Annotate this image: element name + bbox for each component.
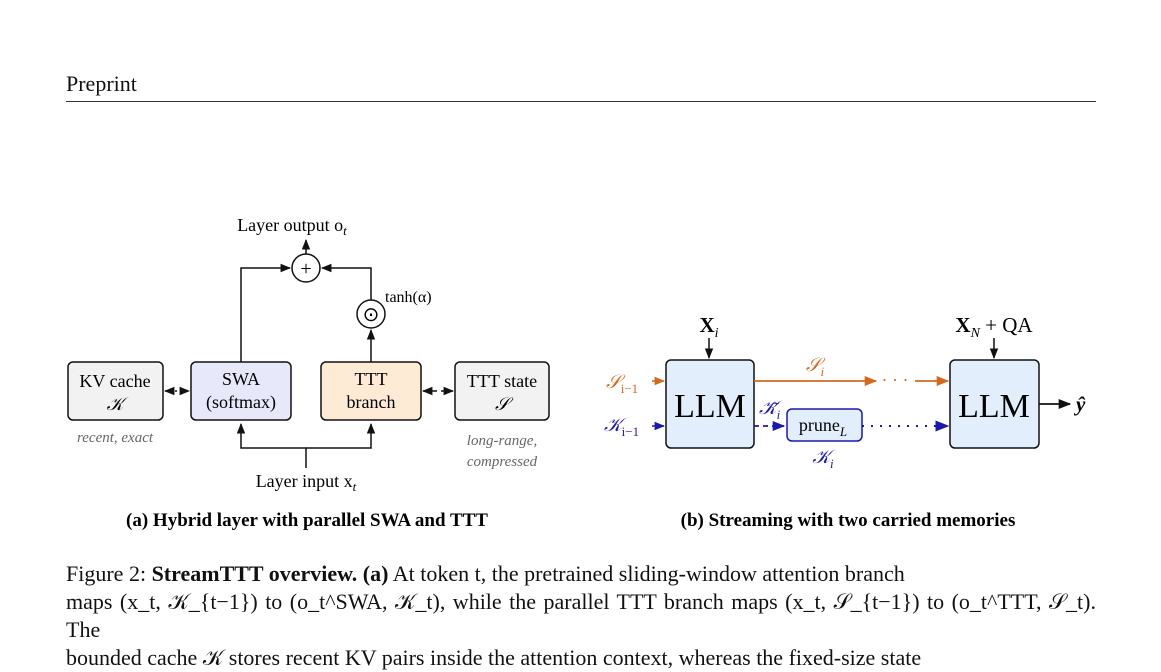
- state-prev-label: 𝒮i−1: [606, 372, 638, 396]
- layer-input-label: Layer input xt: [256, 471, 357, 494]
- cache-prev-label: 𝒦i−1: [604, 415, 639, 439]
- caption-title: StreamTTT overview.: [151, 561, 358, 586]
- panel-b: Xi XN + QA LLM LLM 𝒮i−1 𝒦i−1 · · · 𝒮i: [604, 313, 1086, 531]
- ttt-state-line1: TTT state: [467, 371, 537, 391]
- kv-cache-box: [67, 361, 164, 421]
- page-header: Preprint: [66, 71, 137, 96]
- sum-symbol: +: [300, 258, 311, 280]
- kv-cache-line1: KV cache: [79, 371, 150, 391]
- ttt-state-note-line2: compressed: [467, 454, 538, 470]
- swa-line1: SWA: [222, 369, 260, 389]
- ttt-branch-line2: branch: [347, 392, 396, 412]
- swa-box: [190, 361, 292, 421]
- sum-node: [291, 253, 321, 283]
- llm-right-label: LLM: [958, 388, 1030, 425]
- layer-output-label: Layer output ot: [237, 215, 347, 238]
- prune-label: pruneL: [799, 415, 847, 439]
- gate-node: [356, 299, 386, 329]
- kv-cache-line2: 𝒦: [107, 394, 129, 414]
- gate-label: tanh(α): [385, 289, 432, 306]
- input-xn-label: XN + QA: [955, 313, 1033, 341]
- llm-left-box: [665, 359, 755, 449]
- swa-line2: (softmax): [206, 392, 276, 413]
- cache-tilde-label: 𝒦̃i: [759, 398, 783, 422]
- caption-line2: maps (x_t, 𝒦_{t−1}) to (o_t^SWA, 𝒦_t), w…: [66, 589, 1096, 642]
- caption-part-a: (a): [362, 561, 389, 586]
- caption-line1: At token t, the pretrained sliding-windo…: [388, 561, 905, 586]
- cache-next-label: 𝒦i: [812, 447, 836, 471]
- figure-caption: Figure 2: StreamTTT overview. (a) At tok…: [66, 560, 1096, 672]
- ttt-state-note-line1: long-range,: [467, 433, 537, 449]
- input-to-ttt-edge: [306, 422, 376, 449]
- caption-label: Figure 2:: [66, 561, 147, 586]
- ttt-branch-line1: TTT: [355, 369, 388, 389]
- swa-to-sum-edge: [240, 263, 292, 362]
- panel-a-caption: (a) Hybrid layer with parallel SWA and T…: [126, 510, 488, 531]
- header-rule: [66, 101, 1096, 102]
- input-to-swa-edge: [236, 422, 307, 468]
- kv-cache-note: recent, exact: [77, 430, 154, 446]
- gate-symbol: ⊙: [363, 304, 380, 326]
- input-xi-label: Xi: [699, 313, 718, 341]
- figure-2: Layer output ot + ⊙ tanh(α) KV cache 𝒦 r…: [67, 215, 1086, 531]
- llm-left-label: LLM: [674, 388, 746, 425]
- output-label: ŷ: [1073, 392, 1086, 416]
- ttt-branch-box: [320, 361, 422, 421]
- caption-line3: bounded cache 𝒦 stores recent KV pairs i…: [66, 645, 922, 670]
- gate-to-sum-edge: [320, 263, 372, 300]
- panel-b-caption: (b) Streaming with two carried memories: [681, 510, 1016, 531]
- state-next-label: 𝒮i: [806, 355, 826, 379]
- panel-a: Layer output ot + ⊙ tanh(α) KV cache 𝒦 r…: [67, 215, 550, 531]
- ttt-state-box: [454, 361, 550, 421]
- state-dots: · · ·: [882, 370, 909, 390]
